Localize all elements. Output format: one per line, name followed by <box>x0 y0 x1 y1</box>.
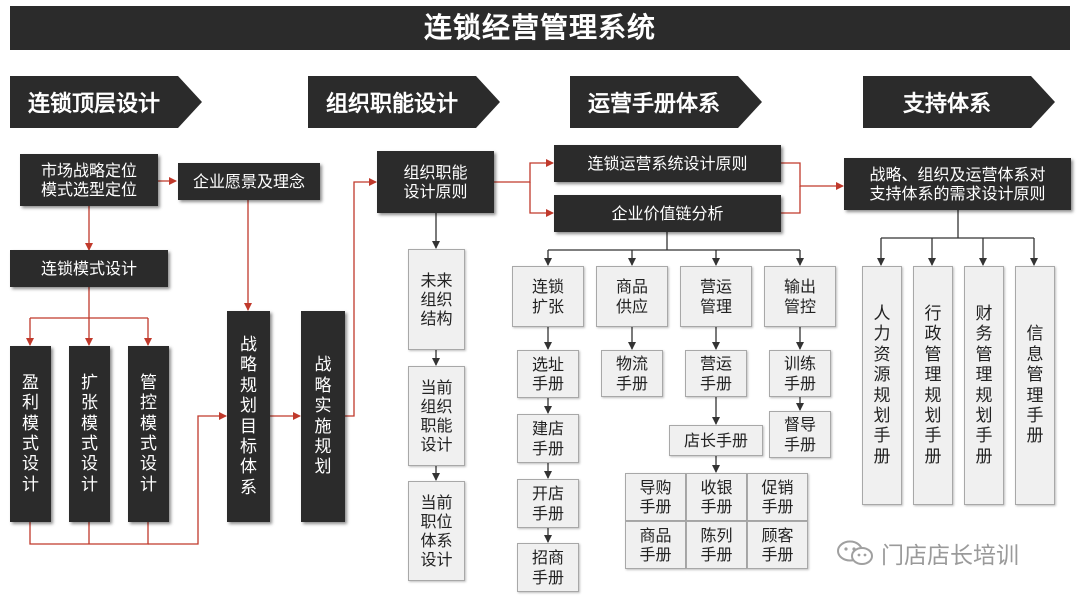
site-manual-box: 选址 手册 <box>517 350 579 398</box>
logistics-manual-box: 物流 手册 <box>601 350 663 397</box>
opening-manual-box: 开店 手册 <box>517 479 579 528</box>
vision-box: 企业愿景及理念 <box>178 163 320 200</box>
operation-mgmt-box: 营运 管理 <box>680 266 752 327</box>
strategic-goal-box: 战 略 规 划 目 标 体 系 <box>227 311 270 522</box>
profit-model-box: 盈 利 模 式 设 计 <box>10 346 51 522</box>
section-header-org-design: 组织职能设计 <box>308 76 500 128</box>
info-management-manual-box: 信 息 管 理 手 册 <box>1015 266 1055 505</box>
goods-manual-box: 商品 手册 <box>625 521 686 569</box>
display-manual-box: 陈列 手册 <box>686 521 747 569</box>
support-principle-box: 战略、组织及运营体系对 支持体系的需求设计原则 <box>844 158 1071 210</box>
store-manager-manual-box: 店长手册 <box>669 425 763 456</box>
investment-manual-box: 招商 手册 <box>517 543 579 592</box>
chain-expansion-box: 连锁 扩张 <box>512 266 584 327</box>
output-control-box: 输出 管控 <box>764 266 836 327</box>
build-manual-box: 建店 手册 <box>517 414 579 463</box>
goods-supply-box: 商品 供应 <box>596 266 668 327</box>
section-header-top-design: 连锁顶层设计 <box>10 76 202 128</box>
operations-manual-box: 营运 手册 <box>685 350 747 397</box>
strategy-implementation-box: 战 略 实 施 规 划 <box>301 311 345 522</box>
training-manual-box: 训练 手册 <box>769 350 831 397</box>
customer-manual-box: 顾客 手册 <box>747 521 808 569</box>
chain-model-design-box: 连锁模式设计 <box>10 250 168 287</box>
watermark-text: 门店店长培训 <box>881 543 1019 569</box>
chain-principle-box: 连锁运营系统设计原则 <box>554 145 781 182</box>
future-org-box: 未来 组织 结构 <box>408 249 465 350</box>
sales-guide-manual-box: 导购 手册 <box>625 473 686 521</box>
watermark: 门店店长培训 <box>835 536 1019 570</box>
wechat-icon <box>837 540 873 565</box>
current-post-box: 当前 职位 体系 设计 <box>408 481 465 581</box>
promotion-manual-box: 促销 手册 <box>747 473 808 521</box>
value-chain-box: 企业价值链分析 <box>554 195 781 232</box>
admin-planning-manual-box: 行 政 管 理 规 划 手 册 <box>913 266 953 505</box>
section-header-operations-manual: 运营手册体系 <box>570 76 762 128</box>
section-header-support-system: 支持体系 <box>863 76 1055 128</box>
current-org-box: 当前 组织 职能 设计 <box>408 366 465 466</box>
hr-planning-manual-box: 人 力 资 源 规 划 手 册 <box>862 266 902 505</box>
expansion-model-box: 扩 张 模 式 设 计 <box>69 346 110 522</box>
finance-planning-manual-box: 财 务 管 理 规 划 手 册 <box>964 266 1004 505</box>
org-principle-box: 组织职能 设计原则 <box>377 151 494 213</box>
market-strategy-box: 市场战略定位 模式选型定位 <box>20 154 158 206</box>
control-model-box: 管 控 模 式 设 计 <box>128 346 169 522</box>
page-title: 连锁经营管理系统 <box>10 6 1070 50</box>
cashier-manual-box: 收银 手册 <box>686 473 747 521</box>
supervision-manual-box: 督导 手册 <box>769 411 831 458</box>
